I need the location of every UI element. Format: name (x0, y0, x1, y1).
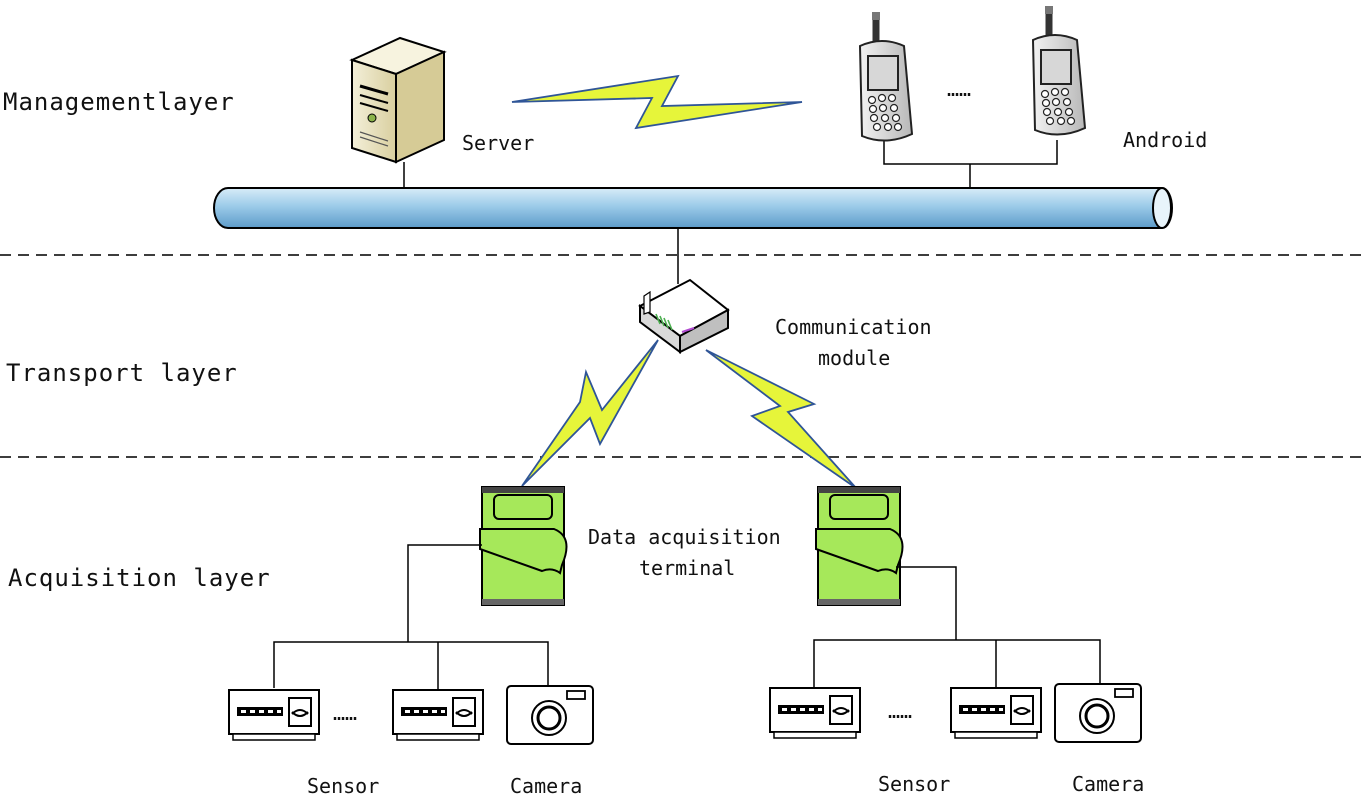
phones-link (883, 140, 1058, 165)
sensor-icon-right-2 (950, 687, 1042, 739)
server-label: Server (462, 131, 534, 155)
camera-icon-right (1053, 682, 1143, 744)
sensor-icon-left-2 (392, 689, 484, 741)
terminal-right-branches (813, 639, 1101, 688)
terminal-left-trunk (407, 544, 482, 642)
phone-ellipsis: …… (947, 77, 971, 101)
data-terminal-icon-right (815, 486, 904, 606)
server-icon (349, 36, 447, 164)
camera-label-right: Camera (1072, 772, 1144, 796)
transport-layer-label: Transport layer (6, 359, 238, 387)
camera-label-left: Camera (510, 774, 582, 796)
wireless-link-module-terminal-right (705, 349, 857, 489)
data-terminal-label-line2: terminal (639, 556, 735, 580)
communication-module-label-line2: module (818, 346, 890, 370)
acquisition-layer-label: Acquisition layer (8, 564, 271, 592)
management-layer-label: Managementlayer (3, 88, 235, 116)
sensor-icon-left-1 (228, 689, 320, 741)
sensor-label-right: Sensor (878, 772, 950, 796)
data-terminal-icon-left (479, 486, 568, 606)
communication-module-icon (638, 278, 730, 354)
terminal-right-trunk (896, 566, 957, 640)
terminal-left-branches (273, 641, 549, 688)
wireless-link-module-terminal-left (521, 339, 659, 487)
network-bus (213, 187, 1173, 229)
data-terminal-label-line1: Data acquisition (588, 525, 781, 549)
android-phone-icon-right (1033, 6, 1085, 135)
camera-icon-left (505, 684, 595, 746)
sensor-label-left: Sensor (307, 774, 379, 796)
android-phone-icon-left (860, 12, 912, 141)
communication-module-label-line1: Communication (775, 315, 932, 339)
sensor-ellipsis-left: …… (333, 701, 357, 725)
sensor-ellipsis-right: …… (888, 699, 912, 723)
wireless-link-server-phones (511, 74, 803, 130)
android-label: Android (1123, 128, 1207, 152)
sensor-icon-right-1 (769, 687, 861, 739)
